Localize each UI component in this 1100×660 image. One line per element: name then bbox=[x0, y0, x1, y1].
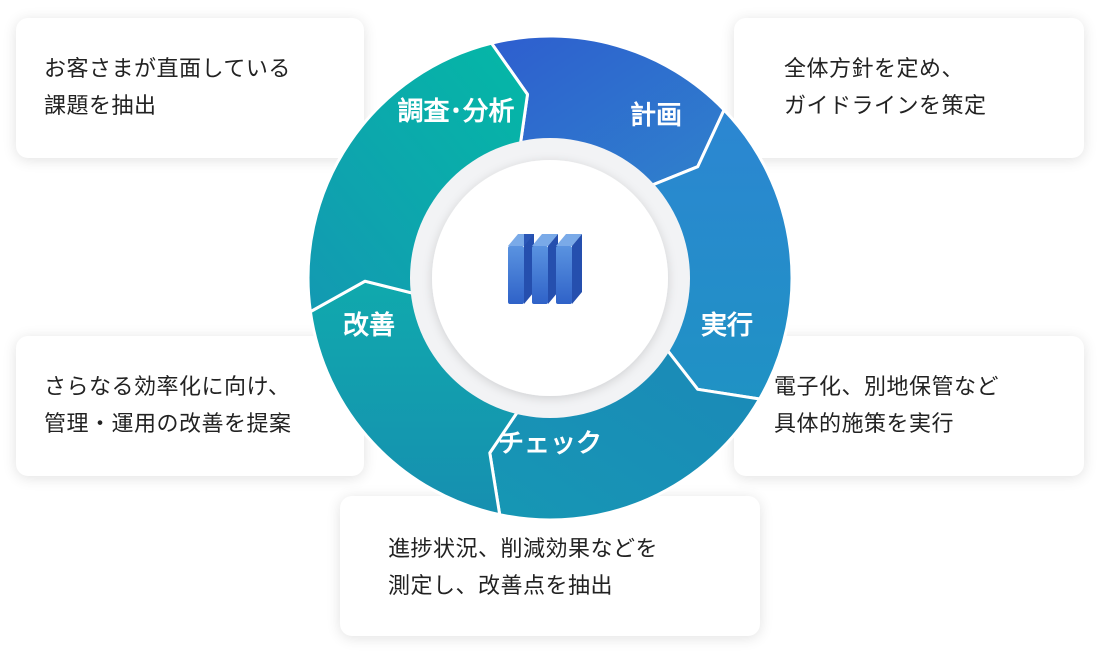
card-execute: 電子化、別地保管など 具体的施策を実行 bbox=[734, 336, 1084, 476]
card-plan-text: 全体方針を定め、 ガイドラインを策定 bbox=[784, 51, 987, 125]
stage-label-plan: 計画 bbox=[630, 100, 682, 131]
card-plan-line-1: 全体方針を定め、 bbox=[784, 57, 965, 82]
card-execute-line-2: 具体的施策を実行 bbox=[774, 412, 955, 437]
stage-label-survey: 調査･分析 bbox=[397, 96, 514, 127]
books-icon bbox=[508, 234, 582, 304]
card-improve-text: さらなる効率化に向け、 管理・運用の改善を提案 bbox=[44, 369, 292, 443]
card-improve-line-1: さらなる効率化に向け、 bbox=[44, 375, 291, 400]
card-check-text: 進捗状況、削減効果などを 測定し、改善点を抽出 bbox=[388, 531, 658, 605]
card-survey-text: お客さまが直面している 課題を抽出 bbox=[44, 51, 291, 125]
cycle-segments bbox=[306, 34, 794, 522]
card-execute-text: 電子化、別地保管など 具体的施策を実行 bbox=[774, 369, 999, 443]
stage-label-execute: 実行 bbox=[701, 310, 753, 341]
card-plan-line-2: ガイドラインを策定 bbox=[784, 94, 987, 119]
stage-label-check: チェック bbox=[498, 429, 602, 459]
card-improve: さらなる効率化に向け、 管理・運用の改善を提案 bbox=[16, 336, 364, 476]
card-survey-line-2: 課題を抽出 bbox=[44, 94, 157, 119]
stage-label-improve: 改善 bbox=[343, 310, 395, 341]
card-execute-line-1: 電子化、別地保管など bbox=[774, 375, 1000, 400]
card-check-line-2: 測定し、改善点を抽出 bbox=[388, 574, 614, 599]
card-improve-line-2: 管理・運用の改善を提案 bbox=[44, 412, 292, 437]
card-survey: お客さまが直面している 課題を抽出 bbox=[16, 18, 364, 158]
card-survey-line-1: お客さまが直面している bbox=[44, 57, 291, 82]
card-check-line-1: 進捗状況、削減効果などを bbox=[388, 537, 659, 562]
card-plan: 全体方針を定め、 ガイドラインを策定 bbox=[734, 18, 1084, 158]
